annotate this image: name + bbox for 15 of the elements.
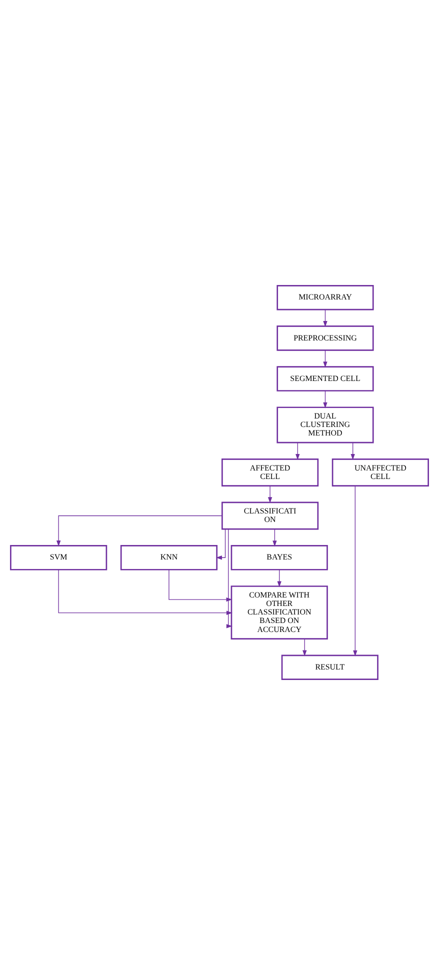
- arrow: [350, 442, 355, 460]
- arrow: [272, 528, 277, 547]
- arrow: [323, 309, 328, 328]
- arrow: [353, 486, 358, 656]
- arrow: [268, 486, 272, 504]
- arrow: [216, 528, 226, 560]
- arrow: [58, 569, 232, 615]
- arrow: [296, 442, 300, 460]
- arrow: [226, 528, 232, 628]
- arrow: [168, 569, 232, 602]
- arrow: [277, 569, 282, 588]
- arrow: [302, 638, 307, 656]
- arrow: [56, 515, 222, 547]
- arrow: [323, 390, 328, 408]
- arrow: [323, 350, 328, 368]
